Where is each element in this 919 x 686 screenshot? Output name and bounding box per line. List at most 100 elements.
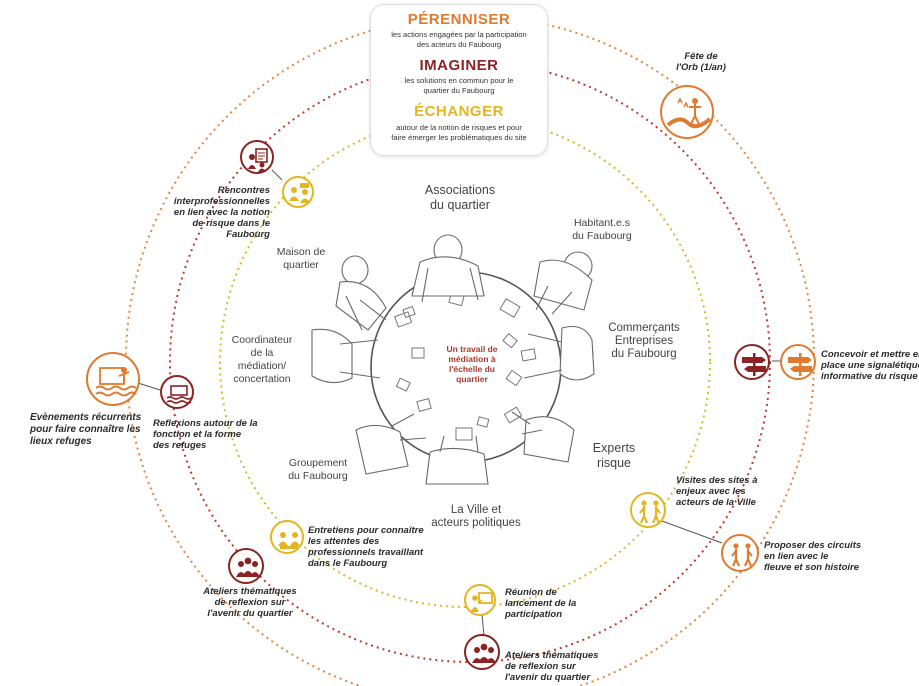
label-rencontres: Rencontres interprofessionnelles en lien… [160, 185, 270, 240]
center-line-1: Un travail de [446, 344, 498, 354]
label-ateliers-left: Ateliers thématiques de reflexion sur l'… [200, 586, 300, 619]
groupement-line-2: du Faubourg [288, 470, 348, 482]
evenements-line-1: Evènements récurrents [30, 412, 142, 423]
ateliers-bottom-line-2: de reflexion sur [505, 661, 576, 672]
rencontres-line-1: Rencontres [217, 185, 270, 196]
label-fete: Fête de l'Orb (1/an) [668, 51, 734, 73]
label-circuits: Proposer des circuits en lien avec le fl… [764, 540, 874, 573]
group-discussion-icon [282, 176, 314, 208]
signaletique-line-3: informative du risque [821, 371, 918, 382]
meeting-clipboard-icon [240, 140, 274, 174]
visites-line-1: Visites des sites à [676, 475, 758, 486]
commercants-line-2: Entreprises [614, 335, 674, 347]
label-commercants: Commerçants Entreprises du Faubourg [594, 322, 694, 361]
signaletique-line-2: place une signalétique [821, 360, 919, 371]
label-ateliers-bottom: Ateliers thématiques de reflexion sur l'… [505, 650, 615, 683]
fete-line-1: Fête de [684, 51, 718, 62]
label-experts: Experts risque [584, 441, 644, 471]
label-associations: Associations du quartier [410, 183, 510, 213]
visites-line-2: enjeux avec les [676, 486, 746, 497]
echanger-title: ÉCHANGER [414, 103, 504, 120]
signaletique-line-1: Concevoir et mettre en [821, 349, 919, 360]
people-sketches [311, 234, 595, 485]
person-bottom-left [355, 413, 427, 475]
person-top-right [533, 251, 593, 315]
associations-line-1: Associations [424, 183, 496, 197]
maison-line-2: quartier [283, 259, 319, 271]
echanger-line-2: faire émerger les problématiques du site [391, 132, 527, 142]
label-groupement: Groupement du Faubourg [276, 457, 360, 483]
rencontres-line-2: interprofessionnelles [173, 196, 270, 207]
person-top-left [335, 255, 387, 331]
hikers-orange-icon [721, 534, 759, 572]
groupement-line-1: Groupement [288, 457, 348, 469]
label-reunion: Réunion de lancement de la participation [505, 587, 595, 620]
perenniser-title: PÉRENNISER [407, 11, 511, 28]
person-right [523, 325, 595, 381]
middle-ring [169, 61, 771, 663]
center-label: Un travail de médiation à l'échelle du q… [432, 344, 512, 384]
imaginer-desc: les solutions en commun pour le quartier… [377, 76, 541, 95]
label-reflexions: Reflexions autour de la fonction et la f… [153, 418, 263, 451]
imaginer-line-1: les solutions en commun pour le [404, 76, 514, 85]
center-line-4: quartier [456, 374, 488, 384]
experts-line-2: risque [596, 456, 632, 470]
maison-line-1: Maison de [276, 246, 326, 258]
circuits-line-2: en lien avec le [764, 551, 829, 562]
reflexions-line-3: des refuges [153, 440, 207, 451]
phases-box: PÉRENNISER les actions engagées par la p… [370, 4, 548, 156]
signpost-orange-icon [780, 344, 816, 380]
evenements-line-2: pour faire connaître les [30, 424, 141, 435]
center-line-3: l'échelle du [449, 364, 495, 374]
ateliers-bottom-line-1: Ateliers thématiques [505, 650, 599, 661]
label-habitants: Habitant.e.s du Faubourg [560, 217, 644, 243]
ateliers-left-line-3: l'avenir du quartier [207, 608, 293, 619]
person-left [311, 328, 381, 384]
table-papers [394, 292, 537, 441]
habitants-line-1: Habitant.e.s [573, 217, 631, 229]
reunion-line-2: lancement de la [505, 598, 577, 609]
coordinateur-line-3: médiation/ [237, 360, 287, 372]
evenements-line-3: lieux refuges [30, 436, 92, 447]
label-ville: La Ville et acteurs politiques [420, 504, 532, 530]
label-entretiens: Entretiens pour connaître les attentes d… [308, 525, 426, 569]
visites-line-3: acteurs de la Ville [676, 497, 756, 508]
person-bottom [425, 435, 489, 485]
associations-line-2: du quartier [430, 198, 490, 212]
label-maison: Maison de quartier [264, 246, 338, 272]
commercants-line-1: Commerçants [608, 322, 680, 334]
label-coordinateur: Coordinateur de la médiation/ concertati… [220, 334, 304, 386]
fete-line-2: l'Orb (1/an) [676, 62, 726, 73]
experts-line-1: Experts [592, 441, 636, 455]
signpost-icon [734, 344, 770, 380]
interview-icon [270, 520, 304, 554]
rencontres-line-4: de risque dans le [192, 218, 270, 229]
commercants-line-3: du Faubourg [611, 348, 677, 360]
echanger-line-1: autour de la notion de risques et pour [396, 123, 522, 132]
ville-line-1: La Ville et [450, 504, 502, 516]
rencontres-line-3: en lien avec la notion [173, 207, 270, 218]
ateliers-left-line-1: Ateliers thématiques [203, 586, 297, 597]
person-top [411, 234, 485, 303]
presentation-board-icon [464, 584, 496, 616]
reflexions-line-2: fonction et la forme [153, 429, 242, 440]
coordinateur-line-4: concertation [233, 373, 291, 385]
workshop-group-icon [228, 548, 264, 584]
ville-line-2: acteurs politiques [431, 517, 521, 529]
refuge-house-icon [160, 375, 194, 409]
circuits-line-3: fleuve et son histoire [764, 562, 860, 573]
circuits-line-1: Proposer des circuits [764, 540, 862, 551]
river-celebration-icon [660, 85, 714, 139]
entretiens-line-4: dans le Faubourg [308, 558, 388, 569]
ateliers-bottom-line-3: l'avenir du quartier [505, 672, 591, 683]
reflexions-line-1: Reflexions autour de la [153, 418, 258, 429]
echanger-desc: autour de la notion de risques et pour f… [377, 123, 541, 142]
entretiens-line-3: professionnels travaillant [308, 547, 424, 558]
person-bottom-right [511, 411, 575, 463]
label-visites: Visites des sites à enjeux avec les acte… [676, 475, 776, 508]
reunion-line-3: participation [505, 609, 563, 620]
imaginer-line-2: quartier du Faubourg [423, 85, 495, 95]
coordinateur-line-2: de la [250, 347, 274, 359]
